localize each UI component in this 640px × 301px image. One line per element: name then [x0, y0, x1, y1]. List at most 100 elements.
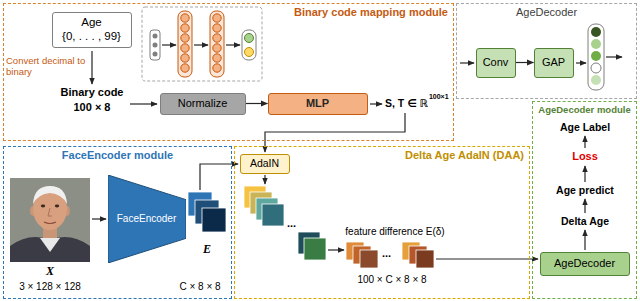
mlp-sketch [153, 52, 158, 57]
module-title: Delta Age AdaIN (DAA) [405, 149, 524, 162]
mlp-sketch [226, 44, 240, 45]
mlp-sketch [181, 14, 189, 22]
flow-arrow [92, 218, 106, 219]
box-label: {0, . . . , 99} [62, 30, 121, 44]
annotation: 100×1 [429, 93, 449, 101]
module-title: Binary code mapping module [294, 6, 448, 19]
annotation: Loss [572, 150, 598, 163]
annotation: S, T ∈ ℝ [385, 97, 428, 109]
feature-map-stack [202, 208, 226, 232]
output-neurons [591, 39, 601, 49]
mlp-sketch [153, 43, 158, 48]
output-neurons [588, 24, 604, 90]
trapezoid-shape [108, 175, 186, 263]
annotation: Delta Age [561, 215, 609, 227]
mlp-sketch [181, 64, 189, 72]
input-box: Age{0, . . . , 99} [52, 12, 132, 48]
feature-difference-stack [360, 250, 378, 268]
flow-arrow [328, 249, 344, 250]
box-label: MLP [306, 97, 329, 110]
box-label: Normalize [178, 97, 228, 110]
face-photo [44, 222, 56, 224]
feature-map-stack [304, 238, 326, 260]
face-photo [55, 205, 59, 208]
annotation: C × 8 × 8 [179, 281, 220, 293]
face-photo [40, 238, 60, 252]
annotation: Age Label [560, 121, 610, 133]
module-region: FaceEncoder moduleFaceEncoder [3, 146, 232, 299]
output-neurons [591, 63, 601, 73]
mlp-sketch [213, 64, 221, 72]
module-region: Binary code mapping module Age{0, . . . ,… [3, 3, 454, 141]
mlp-sketch [194, 44, 208, 45]
feature-difference-stack [416, 250, 434, 268]
flow-arrow [576, 62, 586, 63]
annotation: ... [382, 247, 391, 260]
flow-arrow [584, 136, 585, 148]
mlp-sketch [162, 44, 176, 45]
face-photo [48, 208, 52, 216]
feature-map-stack [244, 186, 326, 260]
box-label: FaceEncoder [117, 213, 176, 225]
mlp-sketch [213, 44, 221, 52]
output-neurons [588, 24, 604, 90]
output-neurons [591, 75, 601, 85]
annotation: 100 × 8 [73, 101, 110, 114]
mlp-sketch [213, 14, 221, 22]
flow-arrow [584, 199, 585, 213]
mlp-sketch [178, 11, 192, 77]
flow-arrow [246, 103, 268, 104]
mlp-sketch [181, 44, 189, 52]
feature-map-stack [262, 204, 284, 226]
process-box: MLP [268, 93, 368, 115]
annotation: ... [287, 217, 296, 230]
module-title: AgeDecoder module [533, 104, 636, 115]
feature-map-stack [188, 192, 226, 232]
annotation: X [46, 265, 54, 279]
layer-box: GAP [534, 48, 574, 78]
face-photo [41, 205, 45, 208]
flow-arrow [91, 51, 92, 84]
mlp-sketch [242, 30, 256, 60]
face-photo [10, 178, 90, 262]
mlp-sketch [150, 30, 160, 60]
flow-arrow [584, 230, 585, 250]
mlp-sketch [213, 54, 221, 62]
face-photo [33, 186, 67, 204]
encoder-trapezoid: FaceEncoder [108, 175, 186, 263]
annotation: Age predict [556, 184, 614, 196]
output-neurons [591, 51, 601, 61]
annotation: Binary code [61, 86, 124, 99]
mlp-sketch [210, 11, 224, 77]
layer-box: Conv [476, 48, 516, 78]
flow-arrow [584, 166, 585, 182]
flow-arrow [130, 103, 157, 104]
face-photo [10, 178, 90, 262]
mlp-sketch [245, 34, 254, 43]
flow-arrow [516, 62, 534, 63]
process-box: Normalize [160, 93, 246, 115]
mlp-sketch [181, 54, 189, 62]
annotation: 3 × 128 × 128 [19, 281, 81, 293]
box-label: Conv [483, 56, 509, 69]
mlp-sketch [142, 7, 262, 81]
mlp-sketch [181, 34, 189, 42]
annotation: feature difference E(δ) [345, 226, 444, 238]
flow-arrow [264, 175, 265, 184]
flow-arrow [436, 258, 538, 259]
process-box: AdaIN [240, 154, 290, 174]
flow-arrow [460, 62, 474, 63]
mlp-sketch [153, 34, 158, 39]
mlp-sketch [213, 24, 221, 32]
decoder-box: AgeDecoder [540, 252, 630, 276]
flow-arrow [370, 103, 382, 104]
box-label: AdaIN [250, 157, 279, 170]
box-label: AgeDecoder [554, 257, 615, 270]
feature-difference-stack [346, 242, 434, 268]
mlp-sketch [162, 44, 240, 45]
mlp-sketch [213, 34, 221, 42]
face-photo [10, 237, 90, 262]
module-title: AgeDecoder [457, 6, 636, 19]
